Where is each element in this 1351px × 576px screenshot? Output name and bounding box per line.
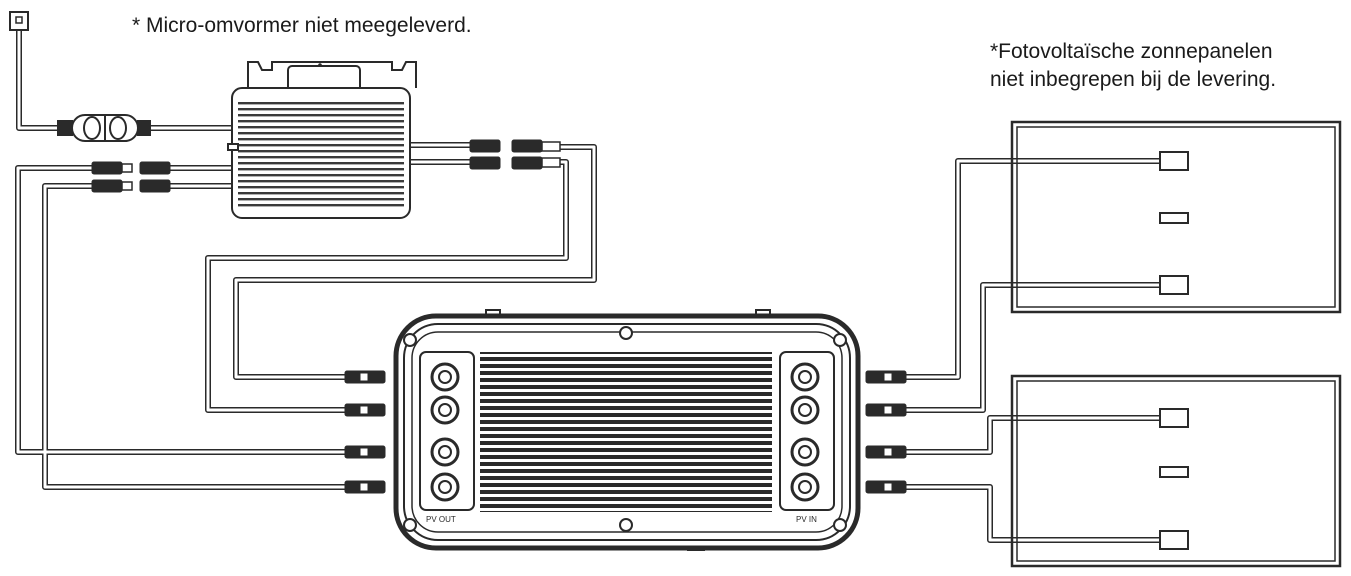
note-solar-panels-line1: *Fotovoltaïsche zonnepanelen bbox=[990, 40, 1273, 63]
note-micro-inverter: * Micro-omvormer niet meegeleverd. bbox=[132, 14, 472, 37]
ac-coupler-icon bbox=[57, 114, 151, 142]
solar-panel-2 bbox=[1010, 374, 1342, 568]
wall-socket-icon bbox=[9, 11, 29, 31]
solar-panel-1 bbox=[1010, 120, 1342, 314]
cable-panel2-a bbox=[906, 415, 1163, 455]
hub-box bbox=[393, 309, 861, 551]
hub-connectors-left bbox=[344, 370, 386, 494]
micro-inverter-connectors bbox=[91, 139, 561, 193]
hub-connectors-right bbox=[865, 370, 907, 494]
note-solar-panels-line2: niet inbegrepen bij de levering. bbox=[990, 68, 1277, 91]
hub-pv-out-label: PV OUT bbox=[426, 515, 456, 524]
cable-micro-out-2 bbox=[42, 183, 345, 490]
micro-inverter bbox=[227, 61, 417, 219]
hub-pv-in-label: PV IN bbox=[796, 515, 817, 524]
cable-panel2-b bbox=[906, 484, 1163, 543]
hub-ports-pv-out bbox=[430, 362, 460, 502]
hub-ports-pv-in bbox=[790, 362, 820, 502]
cable-panel1-b bbox=[906, 282, 1163, 413]
ac-cable bbox=[16, 30, 58, 131]
note-solar-panels: *Fotovoltaïsche zonnepanelen niet inbegr… bbox=[990, 38, 1276, 94]
cable-panel1-a bbox=[906, 158, 1163, 380]
